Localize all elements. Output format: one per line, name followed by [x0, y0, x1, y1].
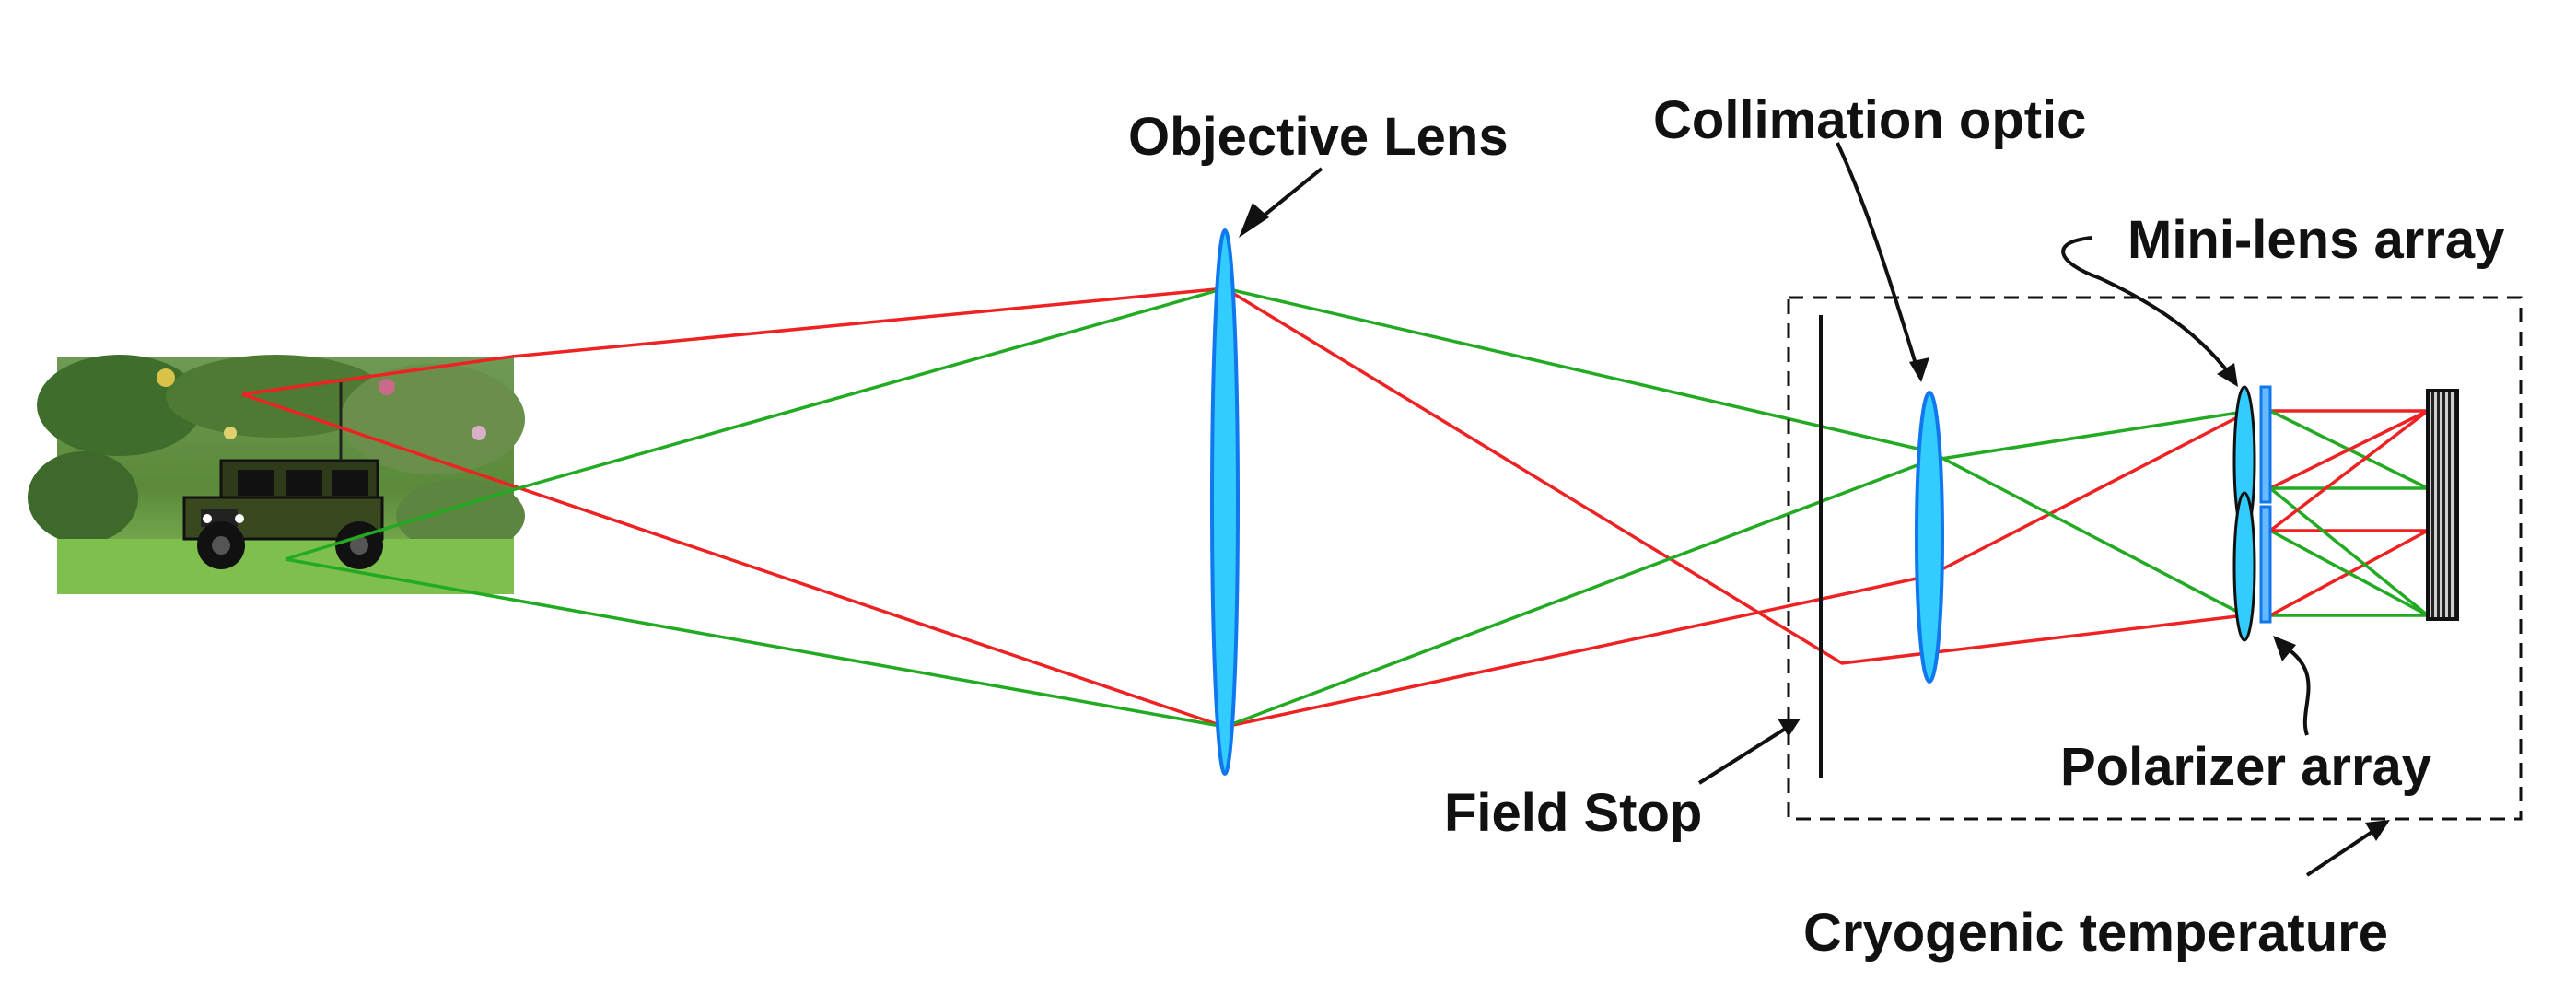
collimation-optic — [1915, 391, 1944, 684]
mini-lens-arrow — [2061, 236, 2231, 375]
label-cryogenic-temperature: Cryogenic temperature — [1803, 903, 2388, 963]
red-ray-bottom — [241, 392, 2251, 729]
detector-array — [2426, 389, 2459, 621]
polarizer-array — [2259, 385, 2272, 624]
ray-paths — [241, 287, 2430, 729]
field-stop-arrow — [1697, 726, 1789, 785]
pointer-arrows — [1239, 142, 2390, 877]
mini-lens-array — [2232, 385, 2256, 642]
green-ray-bottom — [285, 409, 2251, 729]
scene-image — [28, 355, 525, 594]
red-ray-top — [511, 287, 2245, 665]
collimation-optic-arrow — [1836, 142, 1917, 365]
label-polarizer-array: Polarizer array — [2060, 737, 2431, 797]
objective-lens-arrow — [1255, 167, 1323, 223]
objective-lens — [1210, 228, 1240, 776]
label-field-stop: Field Stop — [1444, 783, 1702, 843]
label-collimation-optic: Collimation optic — [1653, 90, 2086, 150]
polarizer-arrow — [2287, 648, 2311, 736]
label-mini-lens-array: Mini-lens array — [2127, 210, 2504, 270]
vehicle-icon — [182, 382, 384, 569]
green-ray-top — [511, 287, 2245, 617]
label-objective-lens: Objective Lens — [1128, 107, 1509, 167]
cryogenic-arrow — [2305, 827, 2378, 877]
cryogenic-enclosure — [1787, 296, 2523, 821]
